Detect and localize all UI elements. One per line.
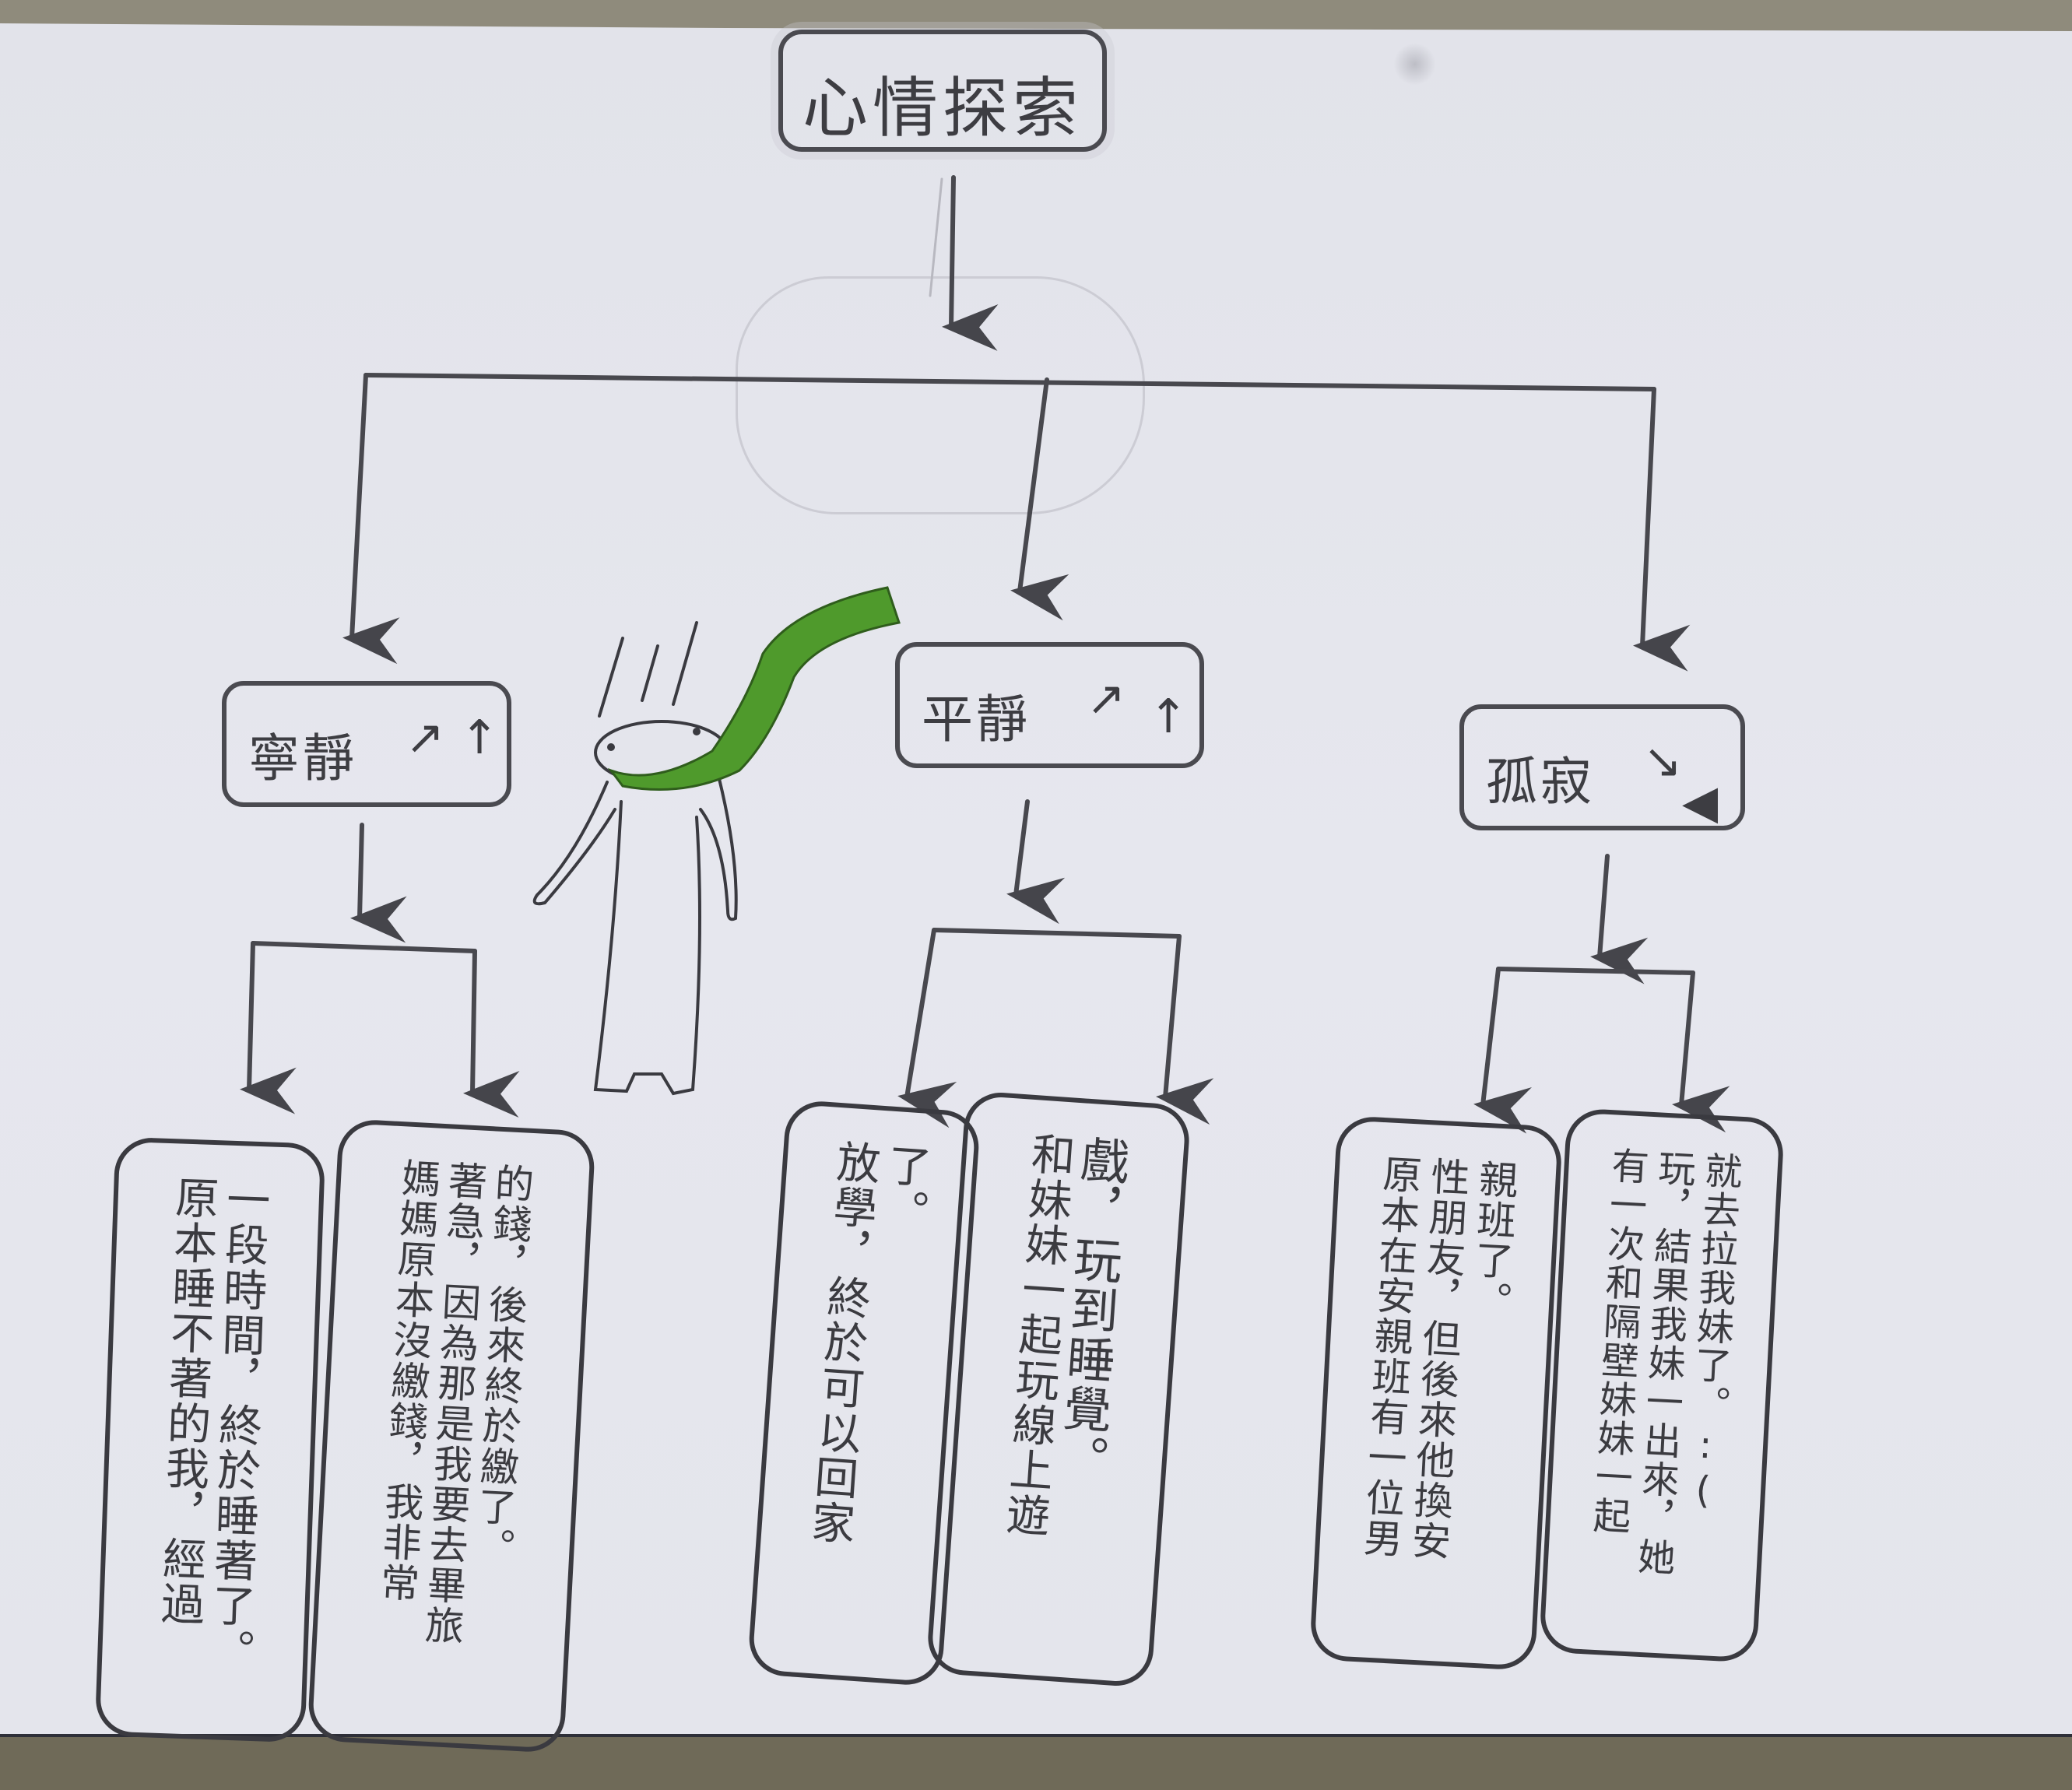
left-arrow-icon: ◀ (1682, 775, 1719, 830)
story-ning-jing-1: 原本睡不著的我，經過 一段時間，終於睡著了。 (94, 1136, 326, 1743)
story-gu-ji-1: 原本在安親班有一位男 性朋友，但後來他換安 親班了。 (1308, 1114, 1564, 1672)
mood-label: 孤寂 (1486, 752, 1595, 812)
mood-node-gu-ji: 孤寂 ↘ ◀ (1459, 704, 1745, 830)
up-right-arrow-icon: ↗ (1087, 672, 1126, 726)
mood-node-ping-jing: 平靜 ↗ ↑ (895, 642, 1204, 768)
pencil-smudge (1393, 43, 1436, 86)
down-right-arrow-icon: ↘ (1643, 734, 1683, 788)
table-surface (0, 1734, 2072, 1790)
arrow-to-ping-jing (1010, 377, 1069, 621)
up-right-arrow-icon: ↗ (406, 711, 445, 765)
falling-figure-illustration (532, 621, 738, 1096)
arrow-to-gu-ji (1633, 387, 1691, 672)
story-gu-ji-2: 有一次和隔壁妹妹一起 玩，結果我妹一出來，她 就去拉我妹了。:( (1538, 1107, 1786, 1663)
arrow-to-ning-jing (342, 373, 400, 665)
green-scarf (607, 586, 901, 791)
diagram-title: 心情探索 (802, 70, 1083, 146)
story-ning-jing-2: 媽媽原本沒繳錢，我非常 著急，因為那是我要去畢旅 的錢，後來終於繳了。 (307, 1118, 596, 1754)
mood-label: 平靜 (922, 690, 1031, 749)
up-arrow-icon: ↑ (460, 711, 500, 765)
mood-label: 寧靜 (248, 728, 357, 788)
mood-node-ning-jing: 寧靜 ↗ ↑ (222, 681, 511, 807)
arrow-title-to-cloud (942, 175, 999, 351)
story-ping-jing-2: 和妹妹一起玩線上遊 戲，玩到睡覺。 (925, 1090, 1192, 1689)
title-node: 心情探索 (778, 30, 1107, 152)
up-arrow-icon: ↑ (1149, 690, 1189, 744)
central-cloud-node (736, 276, 1145, 514)
